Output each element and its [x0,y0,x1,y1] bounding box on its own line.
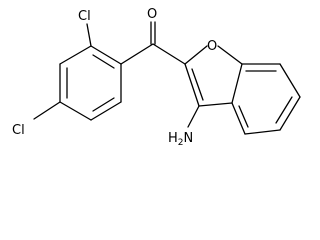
furan-bond-c2-o [184,45,208,65]
phenyl-double-c [92,97,115,112]
phenyl-double-a [92,54,115,69]
phenyl-bond-2 [59,45,92,65]
atom-label-amine: H2N [168,131,193,148]
benzo-bond-5 [231,102,246,135]
benzo-double-c [238,105,249,128]
amine-n: N [184,131,194,146]
furan-bond-c3-c2 [184,63,200,107]
dichlorophenyl-ring [33,23,122,121]
furan-bond-c7a-c3a [231,63,243,104]
atom-label-ring-oxygen: O [207,39,217,54]
benzo-bond-2 [279,63,301,98]
atom-label-carbonyl-oxygen: O [147,7,157,22]
phenyl-bond-1 [90,45,122,65]
amine-subscript: 2 [178,138,184,148]
bond-to-chlorine-top [86,23,92,47]
benzo-double-b [275,96,293,124]
furan-bond-o-c7a [217,45,243,65]
bond-to-chlorine-left [33,101,61,120]
bond-carbonyl-to-furan [152,43,186,65]
furan-double-c2-c3 [191,68,204,101]
carbonyl-group [120,21,186,65]
benzofuran-system [184,45,301,135]
molecule-structure-diagram: O O Cl Cl H2N [12,7,301,148]
bond-carbonyl-to-phenyl [120,43,154,65]
atom-label-chlorine-left: Cl [12,123,25,138]
benzo-bond-4 [244,129,281,135]
amine-h: H [168,131,178,146]
benzo-bond-3 [279,96,301,131]
bond-to-amine [187,105,200,128]
phenyl-bond-4 [59,101,92,121]
phenyl-bond-5 [90,101,122,121]
furan-bond-c3a-c3 [198,102,233,107]
atom-label-chlorine-top: Cl [78,9,91,24]
